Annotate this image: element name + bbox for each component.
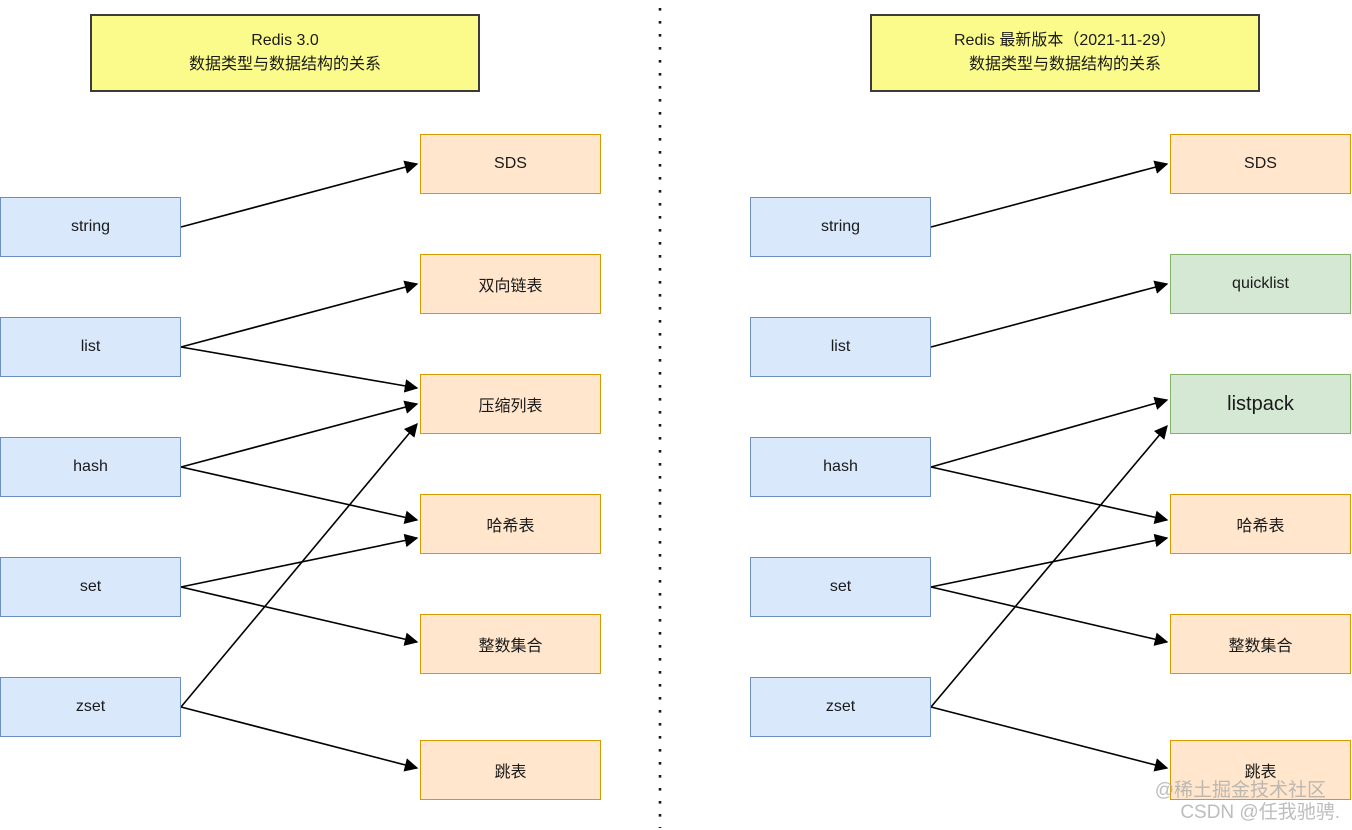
watermark-line-1: @稀土掘金技术社区: [1154, 780, 1326, 801]
node-redis-latest-string: string: [750, 197, 931, 257]
node-redis-latest-sds: SDS: [1170, 134, 1351, 194]
node-redis-30-list: list: [0, 317, 181, 377]
title-box-redis-3-0: Redis 3.0 数据类型与数据结构的关系: [90, 14, 480, 92]
title-line: 数据类型与数据结构的关系: [188, 56, 381, 73]
node-redis-latest-list: list: [750, 317, 931, 377]
edge-redis-30-list-to-ziplist: [180, 346, 419, 393]
node-redis-30-sds: SDS: [420, 134, 601, 194]
node-redis-30-linkedlist: 双向链表: [420, 254, 601, 314]
node-redis-30-hashtable: 哈希表: [420, 494, 601, 554]
edge-redis-30-set-to-hashtable: [180, 533, 419, 588]
node-redis-30-set: set: [0, 557, 181, 617]
node-redis-30-hash: hash: [0, 437, 181, 497]
edge-redis-30-list-to-linkedlist: [180, 280, 419, 348]
title-box-redis-latest: Redis 最新版本（2021-11-29） 数据类型与数据结构的关系: [870, 14, 1260, 92]
edge-redis-30-hash-to-ziplist: [180, 400, 419, 468]
node-redis-30-ziplist: 压缩列表: [420, 374, 601, 434]
edge-redis-latest-zset-to-skiplist: [930, 706, 1169, 772]
node-redis-latest-listpack: listpack: [1170, 374, 1351, 434]
edge-redis-30-zset-to-skiplist: [180, 706, 419, 772]
edge-redis-latest-hash-to-hashtable: [930, 466, 1169, 524]
edge-redis-latest-string-to-sds: [930, 160, 1169, 228]
edge-redis-latest-set-to-hashtable: [930, 533, 1169, 588]
edge-redis-latest-set-to-intset: [930, 586, 1169, 646]
edge-redis-30-hash-to-hashtable: [180, 466, 419, 524]
node-redis-latest-zset: zset: [750, 677, 931, 737]
edge-redis-latest-zset-to-listpack: [930, 424, 1168, 708]
edge-redis-latest-hash-to-listpack: [930, 396, 1169, 468]
node-redis-30-intset: 整数集合: [420, 614, 601, 674]
node-redis-30-string: string: [0, 197, 181, 257]
watermark-line-2: CSDN @任我驰骋.: [1180, 802, 1340, 823]
edge-redis-30-string-to-sds: [180, 160, 419, 228]
edge-redis-30-set-to-intset: [180, 586, 419, 646]
node-redis-30-skiplist: 跳表: [420, 740, 601, 800]
node-redis-30-zset: zset: [0, 677, 181, 737]
node-redis-latest-set: set: [750, 557, 931, 617]
title-line: 数据类型与数据结构的关系: [968, 56, 1161, 73]
edge-redis-latest-list-to-quicklist: [930, 280, 1169, 348]
edge-redis-30-zset-to-ziplist: [180, 422, 418, 708]
node-redis-latest-hash: hash: [750, 437, 931, 497]
node-redis-latest-hashtable: 哈希表: [1170, 494, 1351, 554]
title-line: Redis 3.0: [251, 32, 319, 49]
node-redis-latest-skiplist: 跳表: [1170, 740, 1351, 800]
title-line: Redis 最新版本（2021-11-29）: [953, 32, 1176, 49]
node-redis-latest-quicklist: quicklist: [1170, 254, 1351, 314]
node-redis-latest-intset: 整数集合: [1170, 614, 1351, 674]
watermark: @稀土掘金技术社区 CSDN @任我驰骋.: [1155, 780, 1340, 824]
